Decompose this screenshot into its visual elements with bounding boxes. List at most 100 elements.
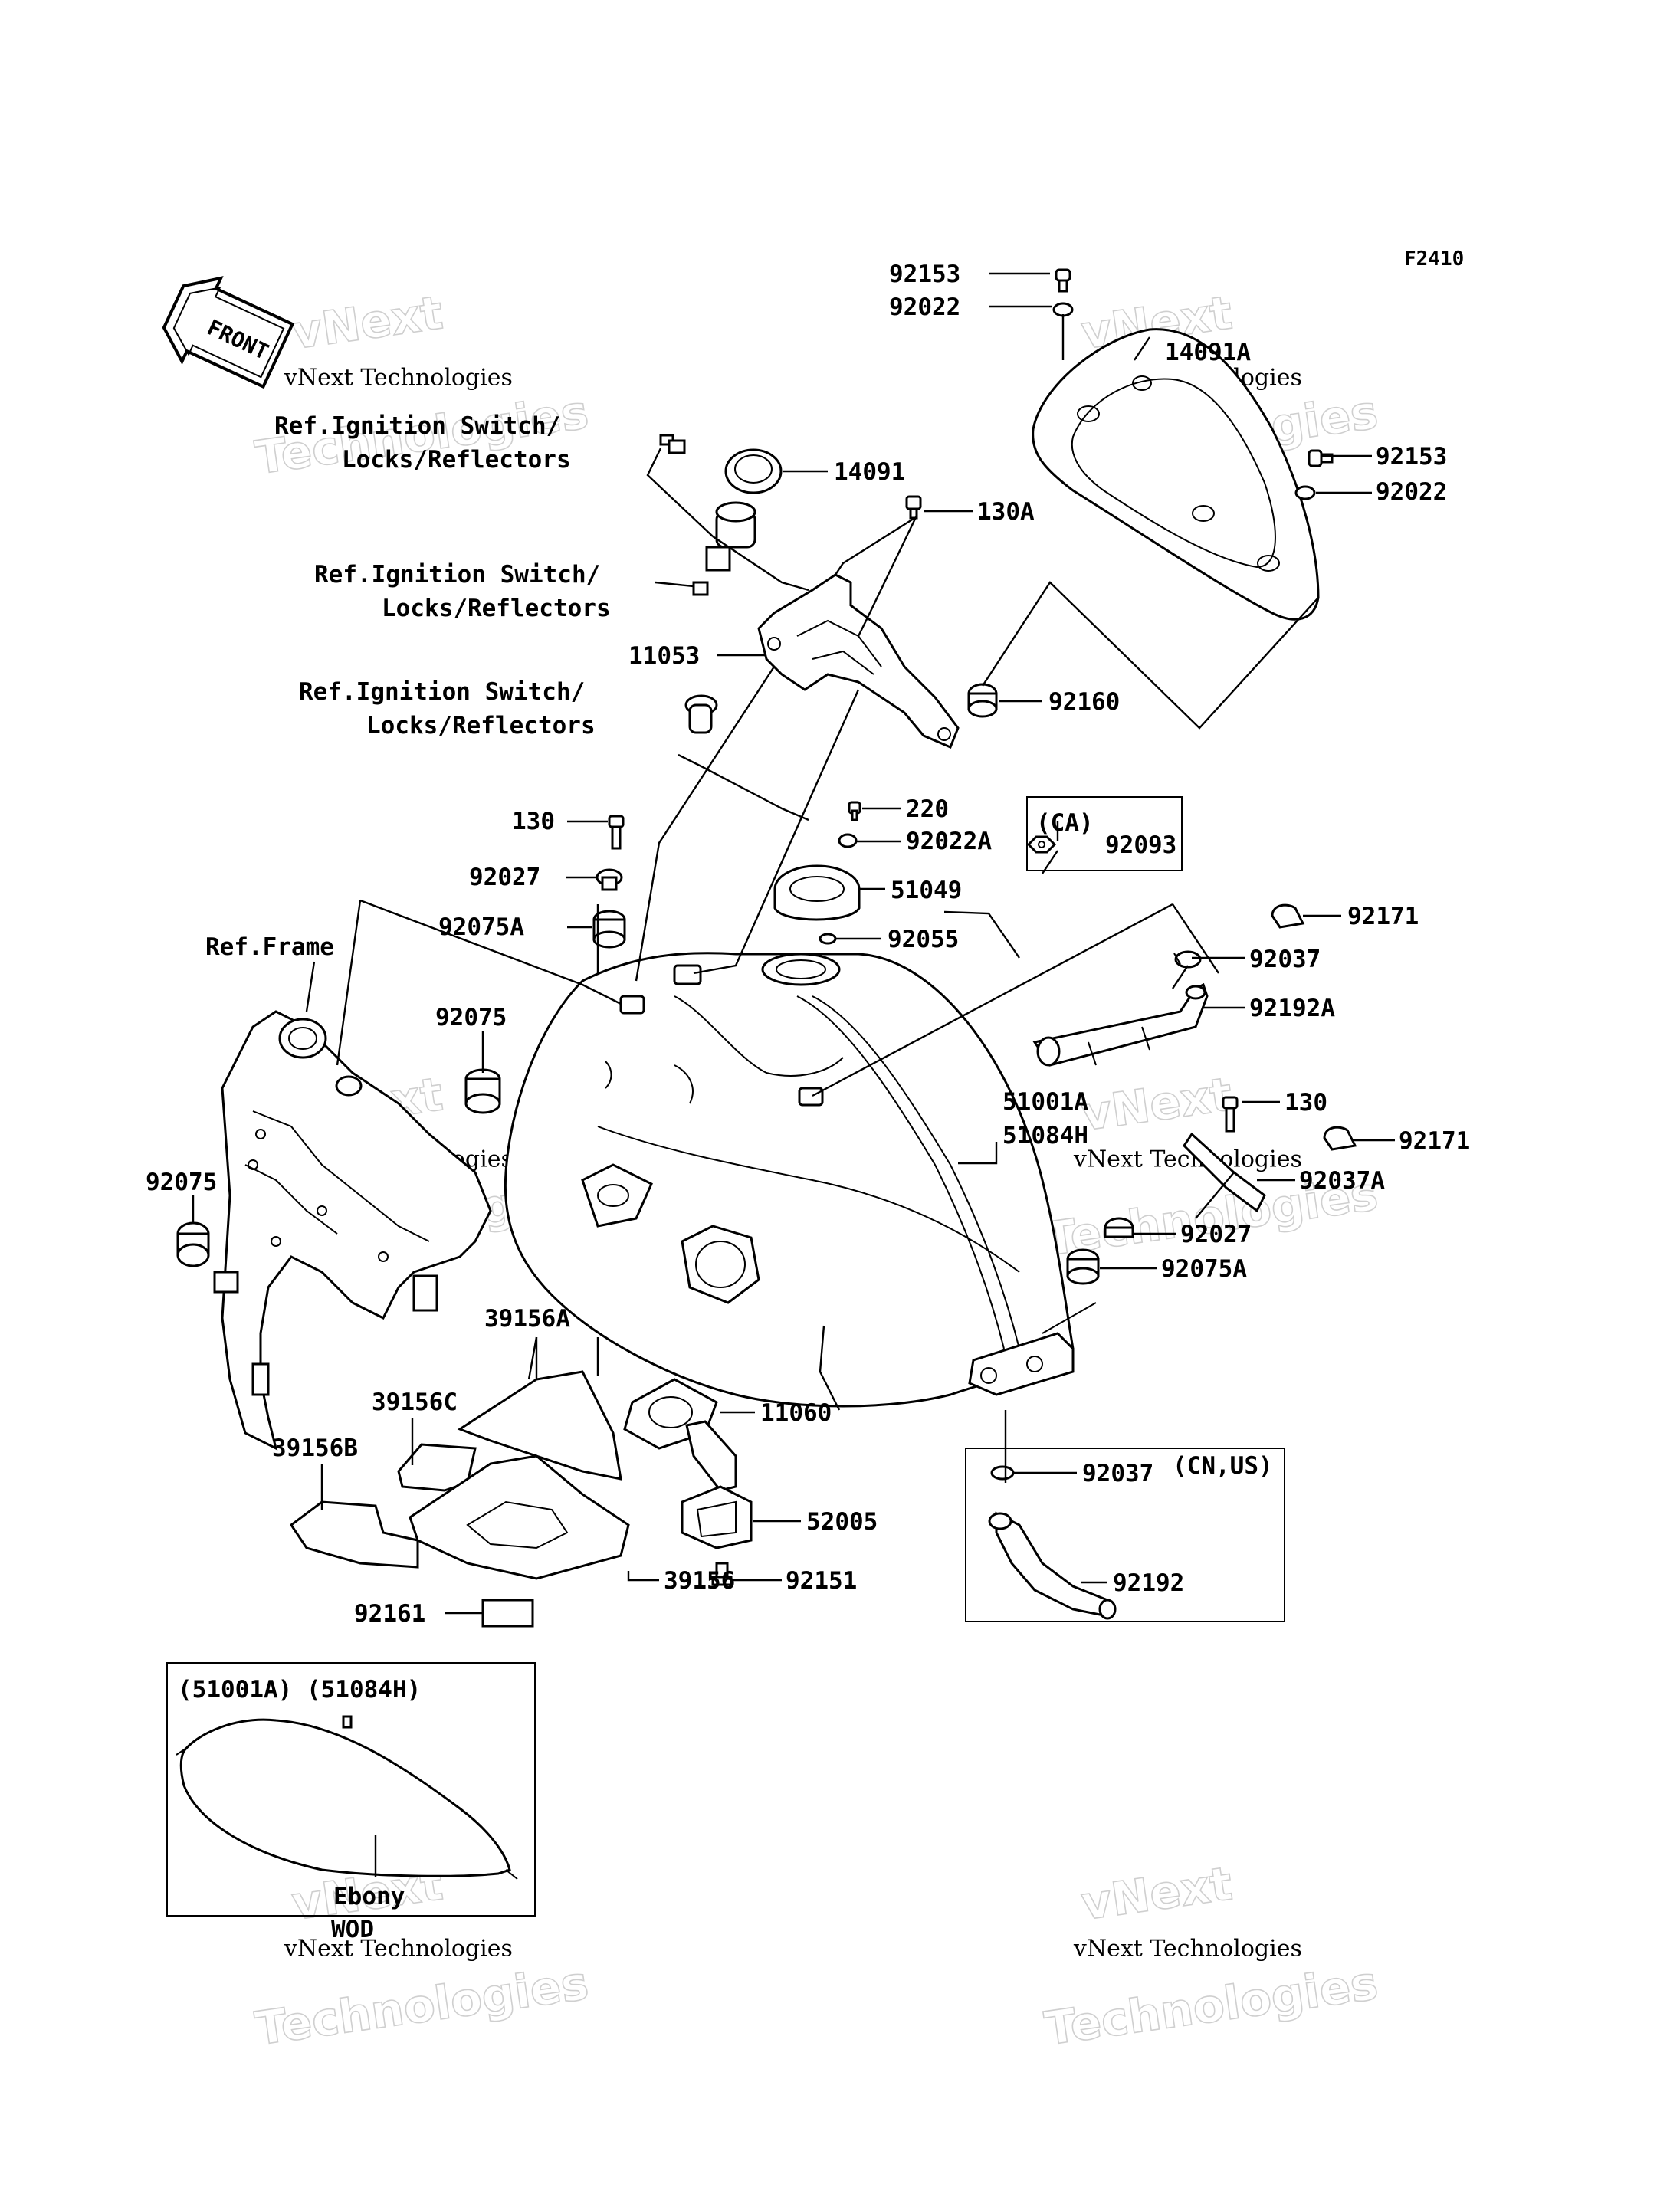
label-220: 220 (906, 795, 949, 823)
nut-92093 (1026, 835, 1057, 854)
frame-ref (213, 1010, 492, 1451)
fuel-cap-51049 (773, 864, 861, 921)
svg-text:vNext Technologies: vNext Technologies (284, 1936, 513, 1963)
label-92093: 92093 (1105, 831, 1176, 859)
label-130-left: 130 (512, 808, 555, 835)
bolt-left-ignition (659, 434, 686, 454)
washer-92022-top (1052, 302, 1074, 317)
washer-92022A (838, 833, 858, 848)
label-92171-right: 92171 (1399, 1127, 1470, 1155)
label-92075A-right: 92075A (1161, 1255, 1247, 1283)
pad-39156A (457, 1370, 622, 1481)
label-130A: 130A (977, 498, 1035, 526)
svg-text:Technologies: Technologies (1042, 1956, 1381, 2056)
ref-ignition-1-line2: Locks/Reflectors (342, 446, 571, 474)
label-92171-top: 92171 (1347, 903, 1419, 930)
label-14091A: 14091A (1165, 339, 1251, 366)
label-92075-left: 92075 (146, 1169, 217, 1196)
label-92075-mid: 92075 (435, 1004, 507, 1031)
svg-text:vNext Technologies: vNext Technologies (284, 365, 513, 392)
ref-ignition-2-line1: Ref.Ignition Switch/ (314, 561, 600, 589)
label-92192A: 92192A (1249, 995, 1335, 1022)
ref-ignition-3-line2: Locks/Reflectors (366, 712, 596, 739)
color-code: WOD (331, 1916, 374, 1943)
clamp-92171-top (1271, 903, 1305, 929)
plug-ignition-ref (684, 694, 718, 734)
label-92022-right: 92022 (1376, 478, 1447, 506)
o-ring-92055 (819, 933, 837, 945)
label-11060: 11060 (760, 1399, 832, 1427)
leader-lines (192, 272, 1395, 1877)
label-92055: 92055 (888, 926, 959, 953)
label-92151: 92151 (786, 1567, 857, 1595)
label-92075A-left: 92075A (438, 913, 524, 941)
label-39156: 39156 (664, 1567, 735, 1595)
front-arrow-icon: FRONT (162, 276, 295, 389)
label-51001A: 51001A (1002, 1088, 1088, 1116)
label-92160: 92160 (1048, 688, 1120, 716)
label-130-right: 130 (1285, 1089, 1327, 1117)
label-51049: 51049 (891, 877, 962, 904)
label-92153-right: 92153 (1376, 443, 1447, 471)
clip-92037 (1173, 950, 1202, 969)
ref-ignition-3-line1: Ref.Ignition Switch/ (299, 678, 585, 706)
figure-code: F2410 (1404, 248, 1464, 271)
grommet-92160 (967, 683, 998, 718)
label-92022-top: 92022 (889, 293, 960, 321)
ref-ignition-2-line2: Locks/Reflectors (382, 595, 611, 622)
fuel-pump-52005 (681, 1420, 753, 1549)
label-92037: 92037 (1249, 946, 1321, 973)
label-92037-lower: 92037 (1082, 1460, 1153, 1487)
washer-92022-right (1294, 485, 1316, 500)
ignition-switch (705, 501, 756, 572)
collar-92027-right (1104, 1217, 1134, 1238)
damper-92075-left (176, 1221, 210, 1267)
label-92027-left: 92027 (469, 864, 540, 891)
color-name: Ebony (333, 1883, 405, 1910)
label-51084H: 51084H (1002, 1122, 1088, 1149)
bolt-130A (905, 495, 922, 520)
clamp-92171-right (1323, 1126, 1357, 1151)
hose-92192 (988, 1511, 1117, 1620)
svg-text:vNext Technologies: vNext Technologies (1073, 1936, 1302, 1963)
box-cn-us (965, 1448, 1285, 1622)
damper-92075A-left (592, 910, 626, 949)
label-92153-top: 92153 (889, 261, 960, 288)
label-11053: 11053 (628, 642, 700, 670)
label-52005: 52005 (806, 1508, 878, 1536)
collar-92027-left (596, 868, 623, 891)
pad-39156 (409, 1454, 630, 1580)
svg-text:vNext: vNext (289, 286, 446, 360)
bolt-220 (848, 801, 861, 821)
hose-92192A (1032, 982, 1209, 1067)
label-92037A: 92037A (1299, 1167, 1385, 1195)
label-39156B: 39156B (272, 1435, 358, 1462)
box-cn-us-header: (CN,US) (1173, 1452, 1273, 1480)
damper-92075A-right (1066, 1248, 1100, 1285)
svg-text:Technologies: Technologies (252, 1956, 592, 2056)
cap-14091 (724, 448, 783, 494)
clip-ignition (692, 581, 709, 596)
screw-92151 (711, 1562, 733, 1586)
label-92027-right: 92027 (1180, 1221, 1252, 1248)
label-14091: 14091 (834, 458, 905, 486)
screw-92153-right (1308, 449, 1334, 467)
ref-frame: Ref.Frame (205, 933, 334, 961)
box-color-variant (166, 1662, 536, 1917)
pad-92161 (481, 1599, 534, 1628)
screw-92153-top (1055, 268, 1071, 293)
label-92161: 92161 (354, 1600, 425, 1628)
label-92022A: 92022A (906, 828, 992, 855)
bolt-130-left (608, 815, 625, 850)
damper-92075-mid (464, 1068, 501, 1114)
label-92192: 92192 (1113, 1569, 1184, 1597)
svg-text:vNext: vNext (1078, 1857, 1235, 1931)
watermark-bottom-right: vNext Technologies vNext Technologies (1041, 1856, 1382, 2057)
box-ca-header: (CA) (1036, 809, 1094, 837)
svg-text:vNext: vNext (1078, 1067, 1235, 1142)
callout-labels: 92153 92022 14091A 92153 92022 14091 130… (146, 261, 1470, 1943)
bracket-11053 (757, 573, 960, 749)
fuel-tank-51001A (504, 952, 1097, 1408)
bolt-130-right (1222, 1096, 1239, 1133)
